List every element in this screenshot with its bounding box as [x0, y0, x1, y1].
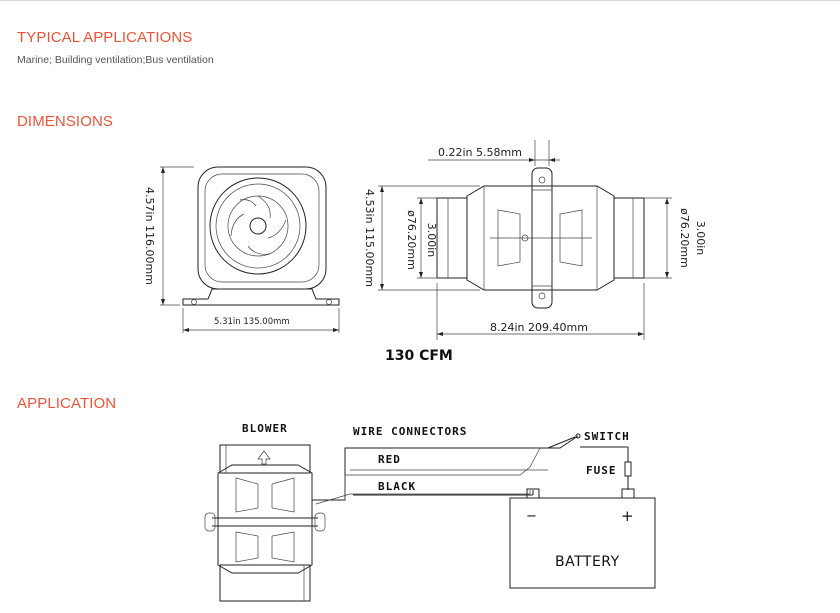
wiring-diagram: [204, 433, 656, 602]
length-dim: 8.24in 209.40mm: [490, 321, 588, 334]
application-heading: APPLICATION: [17, 395, 117, 412]
front-view: [160, 166, 340, 333]
right-inlet-in: 3.00in: [694, 221, 707, 256]
blower-label: BLOWER: [242, 422, 288, 435]
front-height-dim: 4.57in 116.00mm: [143, 187, 156, 285]
switch-label: SWITCH: [584, 430, 630, 443]
front-width-dim: 5.31in 135.00mm: [214, 317, 290, 327]
left-inlet-in: 3.00in: [425, 223, 438, 258]
side-height-dim: 4.53in 115.00mm: [363, 189, 376, 287]
side-view: [378, 140, 672, 340]
black-wire-label: BLACK: [378, 480, 416, 493]
battery-plus: +: [621, 507, 634, 525]
top-divider: [0, 0, 840, 1]
battery-label: BATTERY: [555, 554, 620, 570]
right-inlet-mm: ø76.20mm: [678, 208, 691, 268]
red-wire-label: RED: [378, 453, 401, 466]
left-inlet-mm: ø76.20mm: [405, 210, 418, 270]
battery-minus: −: [526, 509, 537, 524]
wire-connectors-label: WIRE CONNECTORS: [353, 425, 467, 438]
fuse-label: FUSE: [586, 464, 617, 477]
typical-applications-text: Marine; Building ventilation;Bus ventila…: [17, 54, 214, 66]
dimensions-heading: DIMENSIONS: [17, 113, 114, 130]
airflow-rating: 130 CFM: [385, 348, 453, 364]
typical-applications-heading: TYPICAL APPLICATIONS: [17, 29, 193, 46]
tab-width-dim: 0.22in 5.58mm: [438, 146, 522, 159]
